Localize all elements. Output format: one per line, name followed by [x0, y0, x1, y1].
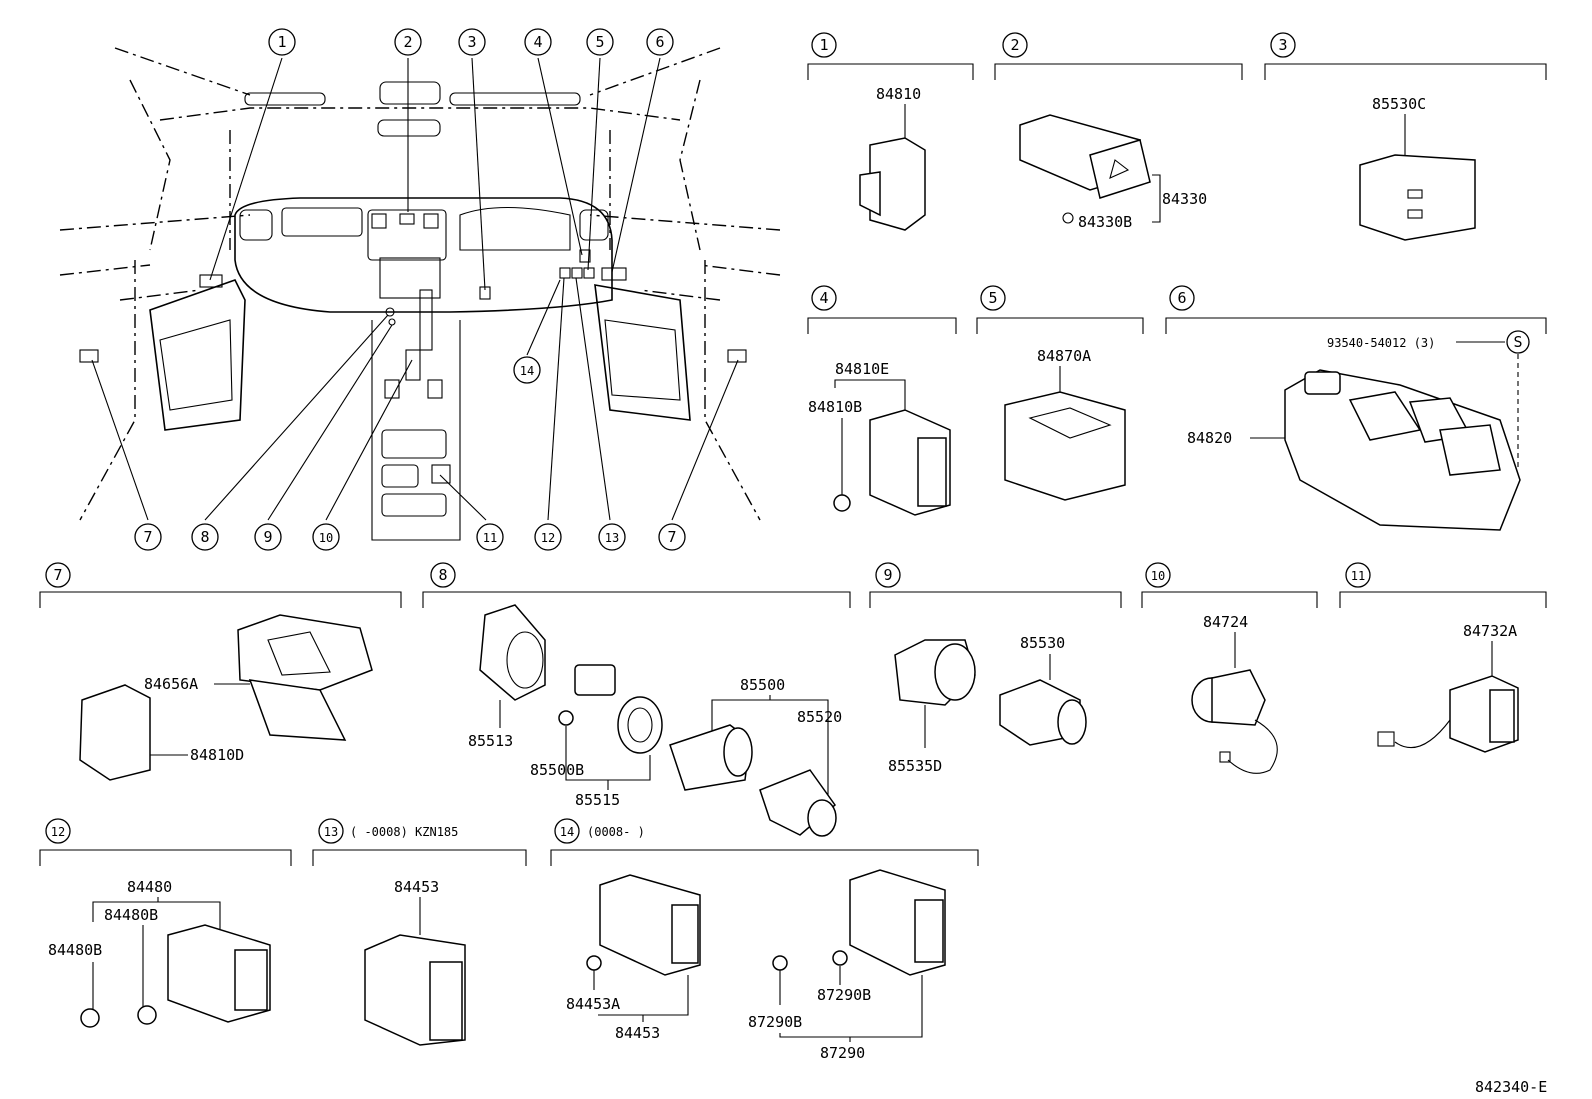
callout-8: 8	[200, 528, 209, 546]
callout-5: 5	[595, 33, 604, 51]
part-84810D: 84810D	[190, 746, 244, 764]
part-84453A: 84453A	[566, 995, 620, 1013]
group-6: 6 93540-54012 (3) S 84820	[1165, 285, 1547, 531]
callout-13: 13	[605, 531, 619, 545]
callout-7-right: 7	[667, 528, 676, 546]
svg-text:9: 9	[883, 566, 892, 584]
part-84810E: 84810E	[835, 360, 889, 378]
part-84810: 84810	[876, 85, 921, 103]
part-85500: 85500	[740, 676, 785, 694]
callout-2: 2	[403, 33, 412, 51]
part-84732A: 84732A	[1463, 622, 1517, 640]
part-85530C: 85530C	[1372, 95, 1426, 113]
group-13: 13 ( -0008) KZN185 84453	[312, 818, 527, 1046]
part-84480B-upper: 84480B	[104, 906, 158, 924]
part-85520: 85520	[797, 708, 842, 726]
callout-7-left: 7	[143, 528, 152, 546]
group-14-applicability: (0008- )	[587, 825, 645, 839]
part-84480: 84480	[127, 878, 172, 896]
part-84724: 84724	[1203, 613, 1248, 631]
group-13-applicability: ( -0008) KZN185	[350, 825, 458, 839]
part-85513: 85513	[468, 732, 513, 750]
svg-text:7: 7	[53, 566, 62, 584]
diagram-id: 842340-E	[1475, 1078, 1547, 1096]
part-84870A: 84870A	[1037, 347, 1091, 365]
svg-text:12: 12	[51, 825, 65, 839]
callout-12: 12	[541, 531, 555, 545]
svg-text:14: 14	[560, 825, 574, 839]
part-93540-54012: 93540-54012 (3)	[1327, 336, 1435, 350]
callout-10: 10	[319, 531, 333, 545]
svg-text:13: 13	[324, 825, 338, 839]
svg-text:5: 5	[988, 289, 997, 307]
svg-text:1: 1	[819, 36, 828, 54]
svg-text:3: 3	[1278, 36, 1287, 54]
callout-6: 6	[655, 33, 664, 51]
svg-text:4: 4	[819, 289, 828, 307]
callout-4: 4	[533, 33, 542, 51]
group-5: 5 84870A	[976, 285, 1144, 501]
car-interior-overview	[59, 47, 781, 541]
part-85535D: 85535D	[888, 757, 942, 775]
part-84453-g14: 84453	[615, 1024, 660, 1042]
overview-callouts: 1 2 3 4 5 6 7 8 9 10 11 12 13 7 14	[134, 28, 686, 551]
part-84820: 84820	[1187, 429, 1232, 447]
screw-symbol: S	[1513, 333, 1522, 351]
group-1: 1 84810	[807, 32, 974, 231]
group-11: 11 84732A	[1339, 562, 1547, 753]
part-84453-g13: 84453	[394, 878, 439, 896]
group-4: 4 84810E 84810B	[807, 285, 957, 516]
group-10: 10 84724	[1141, 562, 1318, 774]
group-7: 7 84656A 84810D	[39, 562, 402, 781]
callout-11: 11	[483, 531, 497, 545]
part-87290B-left: 87290B	[748, 1013, 802, 1031]
part-87290B-right: 87290B	[817, 986, 871, 1004]
part-85500B: 85500B	[530, 761, 584, 779]
callout-1: 1	[277, 33, 286, 51]
group-2: 2 84330 84330B	[994, 32, 1243, 231]
part-84480B-lower: 84480B	[48, 941, 102, 959]
group-3: 3 85530C	[1264, 32, 1547, 241]
svg-text:10: 10	[1151, 569, 1165, 583]
svg-text:6: 6	[1177, 289, 1186, 307]
svg-text:11: 11	[1351, 569, 1365, 583]
part-84330B: 84330B	[1078, 213, 1132, 231]
callout-9: 9	[263, 528, 272, 546]
svg-text:2: 2	[1010, 36, 1019, 54]
part-85515: 85515	[575, 791, 620, 809]
callout-3: 3	[467, 33, 476, 51]
part-84810B: 84810B	[808, 398, 862, 416]
part-84330: 84330	[1162, 190, 1207, 208]
group-8: 8 85513 85500B 85515 85500 85520	[422, 562, 851, 837]
group-14: 14 (0008- ) 84453A 84453 87290B 87290B 8…	[550, 818, 979, 1062]
svg-text:8: 8	[438, 566, 447, 584]
callout-14: 14	[520, 364, 534, 378]
part-85530: 85530	[1020, 634, 1065, 652]
group-9: 9 85535D 85530	[869, 562, 1122, 775]
group-12: 12 84480 84480B 84480B	[39, 818, 292, 1028]
part-87290: 87290	[820, 1044, 865, 1062]
part-84656A: 84656A	[144, 675, 198, 693]
